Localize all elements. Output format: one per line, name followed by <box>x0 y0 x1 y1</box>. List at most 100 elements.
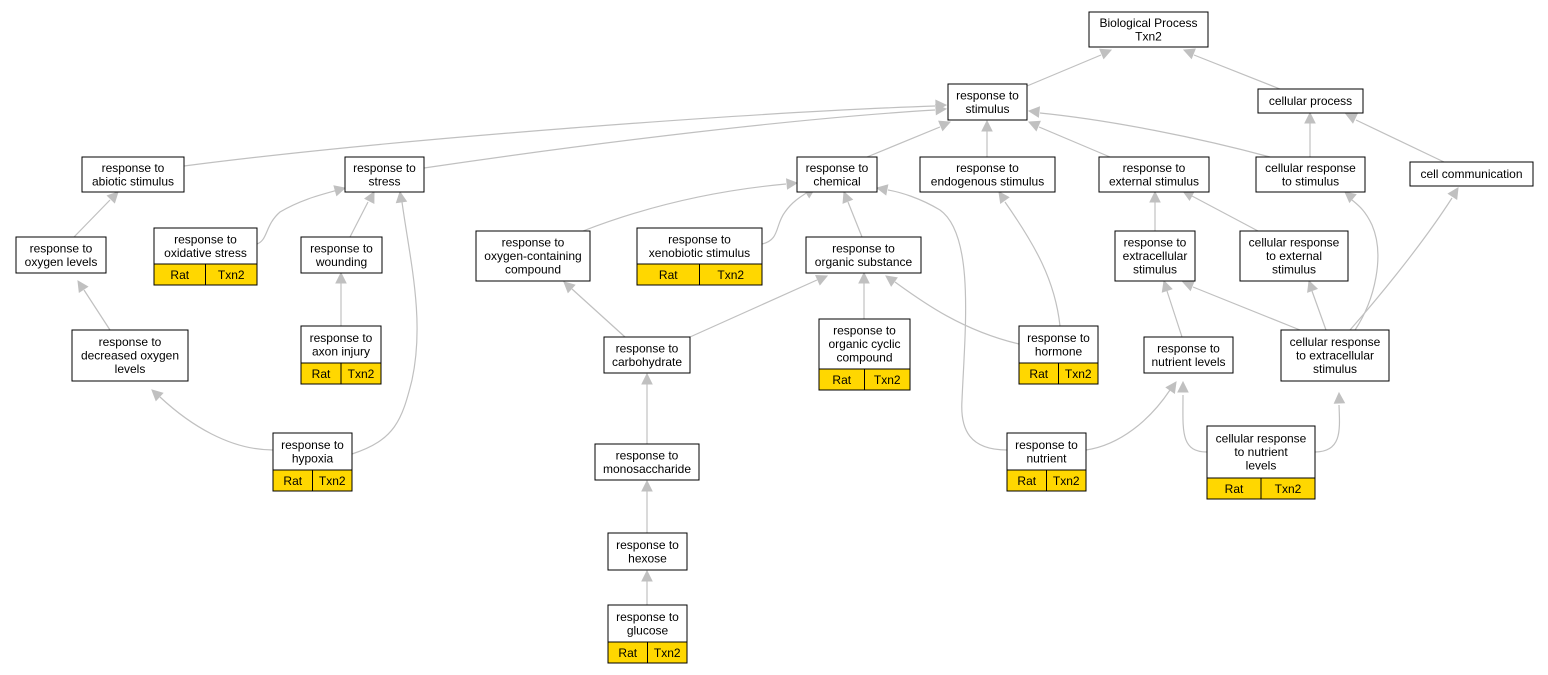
term-box[interactable] <box>71 329 189 382</box>
annotation-gene-cell[interactable] <box>1058 362 1099 385</box>
term-node-cell_comm[interactable]: cell communication <box>1409 161 1534 187</box>
arrowhead-icon <box>77 280 89 293</box>
edge-extracellular-to-external <box>1149 190 1161 231</box>
edge-line <box>847 201 863 238</box>
term-node-cellular_process[interactable]: cellular process <box>1257 88 1364 114</box>
arrowhead-icon <box>858 271 870 284</box>
annotation-gene-cell[interactable] <box>864 368 911 391</box>
annotation-gene-cell[interactable] <box>1046 469 1087 492</box>
term-box[interactable] <box>1088 11 1209 48</box>
term-box[interactable] <box>594 443 700 481</box>
term-box[interactable] <box>1409 161 1534 187</box>
term-box[interactable] <box>1006 432 1087 471</box>
term-box[interactable] <box>1257 88 1364 114</box>
term-label-line: compound <box>836 351 892 365</box>
annotation-gene-cell[interactable] <box>340 362 382 385</box>
term-box[interactable] <box>1114 230 1196 282</box>
term-box[interactable] <box>1143 336 1234 374</box>
term-box[interactable] <box>796 156 878 193</box>
term-label-line: levels <box>115 362 146 376</box>
term-box[interactable] <box>1255 156 1366 193</box>
term-label-line: response to <box>1027 331 1090 345</box>
annotation-gene-label: Txn2 <box>218 268 245 282</box>
arrowhead-icon <box>335 271 347 284</box>
term-label-line: cell communication <box>1420 167 1522 181</box>
annotation-species-label: Rat <box>832 373 851 387</box>
annotation-gene-cell[interactable] <box>1260 477 1316 500</box>
term-box[interactable] <box>947 83 1028 121</box>
arrowhead-icon <box>875 184 889 196</box>
term-box[interactable] <box>603 336 691 374</box>
term-box[interactable] <box>1239 230 1349 282</box>
term-box[interactable] <box>636 227 763 265</box>
term-box[interactable] <box>607 532 688 571</box>
term-box[interactable] <box>15 236 107 274</box>
term-label-line: response to <box>1157 341 1220 355</box>
edge-line <box>866 126 941 158</box>
arrowhead-icon <box>842 190 854 204</box>
term-box[interactable] <box>805 236 922 274</box>
term-label-line: to extracellular <box>1296 349 1374 363</box>
annotation-gene-cell[interactable] <box>699 263 763 286</box>
annotation-gene-cell[interactable] <box>647 641 688 664</box>
term-box[interactable] <box>919 156 1056 193</box>
term-label-line: response to <box>616 610 679 624</box>
term-box[interactable] <box>300 325 382 364</box>
annotation-gene-cell[interactable] <box>312 469 353 492</box>
arrowhead-icon <box>395 190 408 204</box>
term-label-line: response to <box>1124 236 1187 250</box>
term-box[interactable] <box>272 432 353 471</box>
annotation-species-label: Rat <box>170 268 189 282</box>
annotation-gene-label: Txn2 <box>874 373 901 387</box>
edge-cell_resp_nutrient-to-nutrient_levels <box>1177 380 1208 453</box>
annotation-gene-label: Txn2 <box>1053 474 1080 488</box>
term-box[interactable] <box>818 318 911 370</box>
arrowhead-icon <box>1149 190 1161 203</box>
term-box[interactable] <box>153 227 258 265</box>
term-label-line: response to <box>616 341 679 355</box>
term-box[interactable] <box>1098 156 1210 193</box>
term-box[interactable] <box>300 236 383 274</box>
term-box[interactable] <box>1206 425 1316 479</box>
edge-carbohydrate-to-organic_substance <box>689 274 829 338</box>
term-box[interactable] <box>475 230 591 282</box>
term-label-line: cellular response <box>1265 161 1356 175</box>
term-box[interactable] <box>1280 329 1390 382</box>
edge-external-to-stimulus <box>1027 120 1111 158</box>
annotation-gene-cell[interactable] <box>205 263 258 286</box>
term-box[interactable] <box>81 156 185 193</box>
term-box[interactable] <box>344 156 425 193</box>
term-label-line: compound <box>505 263 561 277</box>
arrowhead-icon <box>1165 381 1177 394</box>
term-box[interactable] <box>1018 325 1099 364</box>
